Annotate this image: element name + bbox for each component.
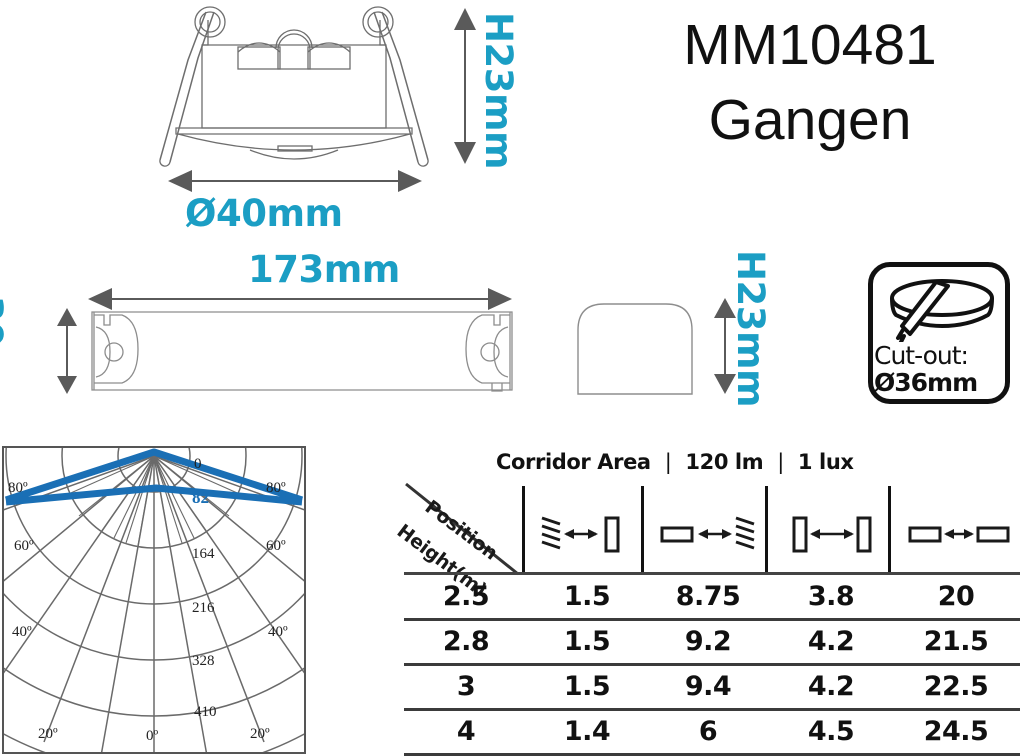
table-divider-4 <box>888 486 891 574</box>
cell-col1: 1.4 <box>528 709 646 756</box>
walk-toward-sensor-icon <box>541 516 620 553</box>
polar-radial-328: 328 <box>192 653 215 669</box>
polar-radial-410: 410 <box>194 704 217 720</box>
header-flux-value: 120 lm <box>685 450 764 474</box>
table-header-row: Corridor Area | 120 lm | 1 lux <box>496 450 996 474</box>
sensor-front-view-drawing <box>159 6 429 167</box>
table-row: 4 1.4 6 4.5 24.5 <box>404 709 1020 756</box>
polar-angle-left-20: 20º <box>38 726 58 742</box>
cell-col4: 21.5 <box>892 619 1020 666</box>
cell-col1: 1.5 <box>528 576 646 621</box>
driver-length-dimension-arrow <box>88 288 512 310</box>
sensor-height-dimension-arrow <box>454 8 476 164</box>
walk-away-from-sensor-icon <box>660 516 755 550</box>
polar-radial-0: 0 <box>194 456 202 472</box>
cell-col3: 4.2 <box>770 619 892 666</box>
polar-light-distribution-chart: 80º 80º 60º 60º 40º 40º 20º 20º 0º 0 164… <box>2 446 306 754</box>
polar-angle-right-20: 20º <box>250 726 270 742</box>
cell-height: 2.5 <box>404 576 528 621</box>
polar-angle-right-60: 60º <box>266 538 286 554</box>
table-divider-3 <box>765 486 768 574</box>
table-divider-1 <box>522 486 525 574</box>
driver-side-view-drawing <box>91 311 513 392</box>
cell-height: 3 <box>404 664 528 711</box>
header-area-label: Corridor Area <box>496 450 651 474</box>
polar-grid <box>4 448 304 752</box>
product-title-block: MM10481 Gangen <box>600 8 1020 158</box>
header-separator-2: | <box>777 450 784 474</box>
polar-radial-164: 164 <box>192 546 215 562</box>
table-row: 3 1.5 9.4 4.2 22.5 <box>404 664 1020 711</box>
table-divider-2 <box>641 486 644 574</box>
driver-end-profile-drawing <box>577 303 693 395</box>
polar-angle-right-40: 40º <box>268 624 288 640</box>
cell-col4: 24.5 <box>892 709 1020 756</box>
corner-diagonal-line <box>405 482 519 576</box>
cell-col4: 22.5 <box>892 664 1020 711</box>
polar-peak-label: 82 <box>192 488 209 507</box>
cell-height: 4 <box>404 709 528 756</box>
profile-height-dimension-arrow <box>714 298 736 394</box>
hole-saw-icon <box>890 279 994 342</box>
polar-angle-center-0: 0º <box>146 728 159 744</box>
table-body: 2.5 1.5 8.75 3.8 20 2.8 1.5 9.2 4.2 21.5… <box>404 576 1020 756</box>
cell-col2: 9.2 <box>646 619 770 666</box>
table-header-baseline <box>404 572 1020 575</box>
cell-col3: 4.2 <box>770 664 892 711</box>
cross-walk-horizontal-icon <box>908 526 1010 543</box>
cutout-caption: Cut-out: Ø36mm <box>874 342 1006 396</box>
corridor-area-table: Corridor Area | 120 lm | 1 lux Position … <box>393 446 1020 756</box>
polar-angle-left-40: 40º <box>12 624 32 640</box>
cell-col2: 8.75 <box>646 576 770 621</box>
cross-walk-vertical-icon <box>792 516 872 553</box>
cutout-value: Ø36mm <box>874 368 978 397</box>
header-lux-value: 1 lux <box>797 450 854 474</box>
table-row: 2.5 1.5 8.75 3.8 20 <box>404 576 1020 621</box>
cell-col3: 3.8 <box>770 576 892 621</box>
header-separator-1: | <box>664 450 672 474</box>
sensor-diameter-dimension-arrow <box>168 170 422 192</box>
driver-height-dimension-arrow <box>57 308 77 394</box>
cutout-label: Cut-out: <box>874 341 969 370</box>
cell-col2: 6 <box>646 709 770 756</box>
polar-angle-left-60: 60º <box>14 538 34 554</box>
polar-radial-216: 216 <box>192 600 215 616</box>
cell-col4: 20 <box>892 576 1020 621</box>
cell-col3: 4.5 <box>770 709 892 756</box>
driver-length-label: 173mm <box>248 248 400 291</box>
table-corner-cell: Position Height(m) <box>393 482 522 601</box>
luminous-intensity-curve <box>4 448 304 506</box>
product-code: MM10481 <box>683 13 937 77</box>
cell-col1: 1.5 <box>528 664 646 711</box>
sensor-diameter-label: Ø40mm <box>185 192 343 235</box>
table-row: 2.8 1.5 9.2 4.2 21.5 <box>404 619 1020 666</box>
polar-angle-right-80: 80º <box>266 480 286 496</box>
cell-height: 2.8 <box>404 619 528 666</box>
cell-col2: 9.4 <box>646 664 770 711</box>
polar-angle-left-80: 80º <box>8 480 28 496</box>
cell-col1: 1.5 <box>528 619 646 666</box>
product-name: Gangen <box>708 88 912 153</box>
